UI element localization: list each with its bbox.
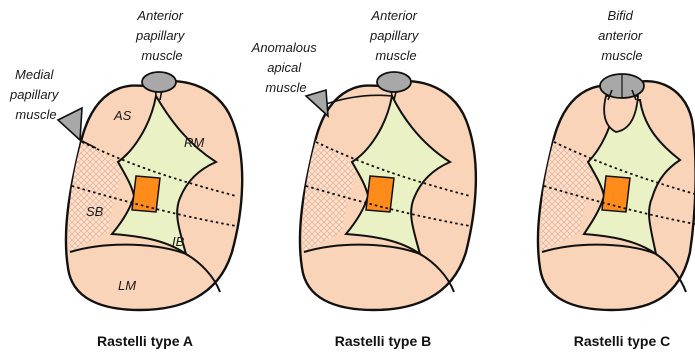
label-medial-papillary: Medial papillary muscle [9, 67, 62, 122]
caption-type-a: Rastelli type A [97, 333, 193, 349]
caption-type-c: Rastelli type C [574, 333, 670, 349]
panel-type-c: Bifid anterior muscle Rastelli type C [538, 8, 695, 349]
segment-label-ib: IB [172, 234, 185, 249]
caption-type-b: Rastelli type B [335, 333, 431, 349]
label-anomalous-apical: Anomalous apical muscle [251, 40, 321, 95]
segment-label-sb: SB [86, 204, 104, 219]
label-anterior-papillary: Anterior papillary muscle [369, 8, 422, 63]
panel-type-a: Anterior papillary muscle Medial papilla… [9, 8, 242, 349]
panel-type-b: Anterior papillary muscle Anomalous apic… [251, 8, 476, 349]
anomalous-apical-muscle [306, 90, 328, 116]
segment-label-rm: RM [184, 135, 204, 150]
medial-papillary-muscle [58, 108, 82, 140]
label-anterior-papillary: Anterior papillary muscle [135, 8, 188, 63]
orifice [132, 176, 160, 212]
anterior-papillary-muscle [377, 72, 411, 92]
orifice [602, 176, 630, 212]
orifice [366, 176, 394, 212]
segment-label-as: AS [113, 108, 132, 123]
label-bifid-anterior: Bifid anterior muscle [598, 8, 646, 63]
segment-label-lm: LM [118, 278, 136, 293]
anterior-papillary-muscle [142, 72, 176, 92]
